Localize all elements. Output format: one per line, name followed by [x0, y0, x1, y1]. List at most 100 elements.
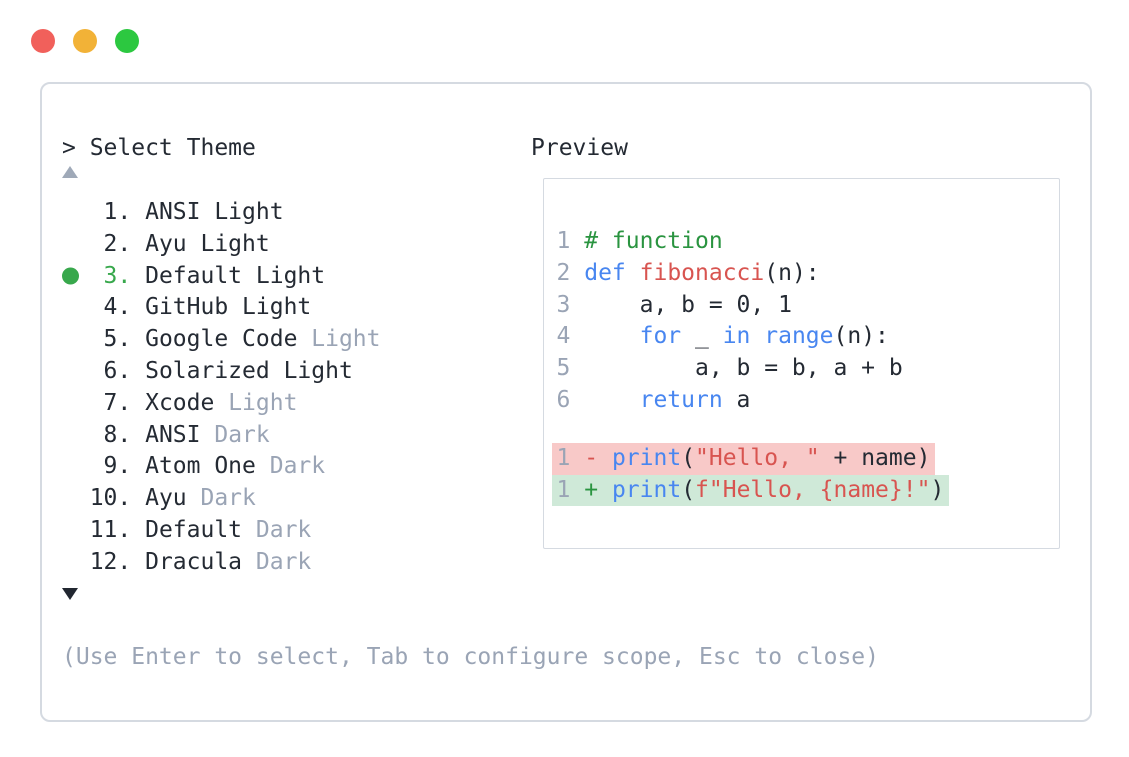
code-line: 5 a, b = b, a + b: [557, 353, 1060, 385]
code-blank-line: [557, 417, 1060, 443]
code-segment: [570, 292, 584, 318]
code-segment: a: [722, 386, 751, 413]
theme-list-item[interactable]: 7. Xcode Light: [62, 388, 381, 420]
theme-list-item[interactable]: 10. Ayu Dark: [62, 483, 381, 515]
theme-list-item[interactable]: 12. Dracula Dark: [62, 547, 381, 579]
theme-item-label-part: Dark: [255, 516, 312, 543]
preview-heading: Preview: [531, 135, 628, 161]
theme-list-item[interactable]: 11.Default Dark: [62, 515, 381, 547]
code-segment: print: [611, 476, 682, 503]
theme-list-item[interactable]: 2. Ayu Light: [62, 229, 381, 261]
theme-list-item[interactable]: 3. Default Light: [62, 261, 381, 293]
theme-item-number: 6.: [103, 357, 132, 384]
scroll-up-indicator-icon[interactable]: [62, 166, 78, 178]
scroll-down-indicator-icon[interactable]: [62, 588, 78, 600]
close-window-button[interactable]: [31, 29, 55, 53]
theme-item-label-part: Light: [311, 326, 381, 353]
theme-item-label-part: ANSI Light: [145, 199, 284, 225]
code-segment: [570, 355, 584, 381]
theme-item-number: 1.: [103, 199, 132, 225]
code-segment: _: [681, 323, 723, 350]
theme-item-label: Dracula Dark: [145, 549, 311, 575]
theme-list-item[interactable]: 1. ANSI Light: [62, 197, 381, 229]
code-segment: 3: [556, 291, 571, 318]
diff-line-removed: 1 - print("Hello, " + name): [552, 442, 1060, 475]
theme-item-number: 9.: [103, 453, 132, 480]
theme-item-number: 7.: [103, 389, 132, 416]
theme-item-label-part: Default Light: [145, 262, 326, 289]
minimize-window-button[interactable]: [73, 29, 97, 53]
theme-item-label-part: Google Code: [145, 326, 312, 353]
code-segment: 4: [556, 323, 571, 350]
theme-item-label: GitHub Light: [145, 294, 311, 320]
code-segment: fibonacci: [639, 259, 765, 286]
code-segment: return: [639, 386, 723, 413]
code-segment: 1: [556, 476, 571, 503]
code-segment: [598, 445, 612, 471]
theme-item-number: 10.: [89, 485, 132, 512]
theme-item-label: Xcode Light: [145, 390, 297, 416]
code-segment: 1: [556, 228, 571, 254]
code-segment: (: [681, 444, 696, 471]
maximize-window-button[interactable]: [115, 29, 139, 53]
code-segment: f"Hello, {name}!": [695, 476, 931, 503]
theme-item-label: ANSI Dark: [145, 422, 270, 448]
theme-item-label: Default Light: [145, 263, 325, 289]
code-segment: a, b = 0, 1: [584, 291, 792, 318]
theme-item-label-part: Dark: [255, 548, 312, 575]
theme-list-item[interactable]: 9. Atom One Dark: [62, 451, 381, 483]
code-segment: (: [681, 476, 696, 503]
code-segment: [584, 387, 639, 413]
code-segment: (n):: [764, 259, 820, 286]
code-segment: 1: [556, 444, 571, 471]
theme-item-label-part: Light: [228, 389, 298, 416]
theme-item-number: 12.: [89, 548, 132, 575]
code-line: 2 def fibonacci(n):: [557, 258, 1060, 290]
code-segment: "Hello, ": [695, 444, 820, 471]
theme-item-number: 2.: [103, 230, 132, 257]
theme-item-label-part: Ayu: [145, 485, 201, 512]
theme-list-item[interactable]: 6. Solarized Light: [62, 356, 381, 388]
theme-item-number: 4.: [103, 294, 132, 321]
code-segment: range: [764, 323, 834, 350]
theme-item-label: Ayu Light: [145, 231, 270, 257]
theme-item-label-part: Dark: [200, 485, 256, 512]
diff-highlight: 1 - print("Hello, " + name): [552, 442, 936, 475]
code-segment: a, b = b, a + b: [584, 355, 903, 382]
code-segment: 5: [556, 355, 571, 382]
code-segment: [570, 323, 584, 349]
code-segment: + name): [819, 444, 931, 471]
theme-list-item[interactable]: 4. GitHub Light: [62, 292, 381, 324]
code-segment: 2: [556, 259, 571, 286]
theme-item-label: Default Dark: [145, 517, 311, 543]
theme-item-label-part: GitHub Light: [145, 294, 312, 321]
code-segment: -: [584, 444, 599, 471]
code-line: 3 a, b = 0, 1: [557, 290, 1060, 322]
theme-item-number: 3.: [103, 262, 132, 289]
theme-item-label: ANSI Light: [145, 199, 283, 225]
theme-item-number: 5.: [103, 326, 132, 353]
window-controls: [31, 29, 139, 53]
keyboard-hint-text: (Use Enter to select, Tab to configure s…: [62, 644, 879, 670]
code-segment: [626, 260, 640, 286]
code-segment: for: [639, 323, 682, 350]
code-segment: 6: [556, 386, 571, 413]
theme-item-label-part: ANSI: [145, 421, 215, 448]
theme-list-item[interactable]: 5. Google Code Light: [62, 324, 381, 356]
code-segment: [570, 228, 584, 254]
theme-item-label-part: Xcode: [145, 389, 229, 416]
selected-indicator-dot: [62, 267, 79, 285]
code-segment: [570, 477, 584, 503]
code-segment: [570, 387, 584, 413]
theme-item-label: Google Code Light: [145, 326, 380, 352]
theme-item-label-part: Ayu Light: [145, 230, 270, 257]
code-line: 6 return a: [557, 385, 1060, 417]
theme-list: 1. ANSI Light 2. Ayu Light 3. Default Light 4.…: [62, 197, 381, 579]
diff-highlight: 1 + print(f"Hello, {name}!"): [552, 474, 950, 507]
theme-list-item[interactable]: 8.ANSI Dark: [62, 420, 381, 452]
theme-item-label: Ayu Dark: [145, 485, 256, 511]
theme-item-label: Atom One Dark: [145, 453, 325, 479]
theme-item-label: Solarized Light: [145, 358, 353, 384]
